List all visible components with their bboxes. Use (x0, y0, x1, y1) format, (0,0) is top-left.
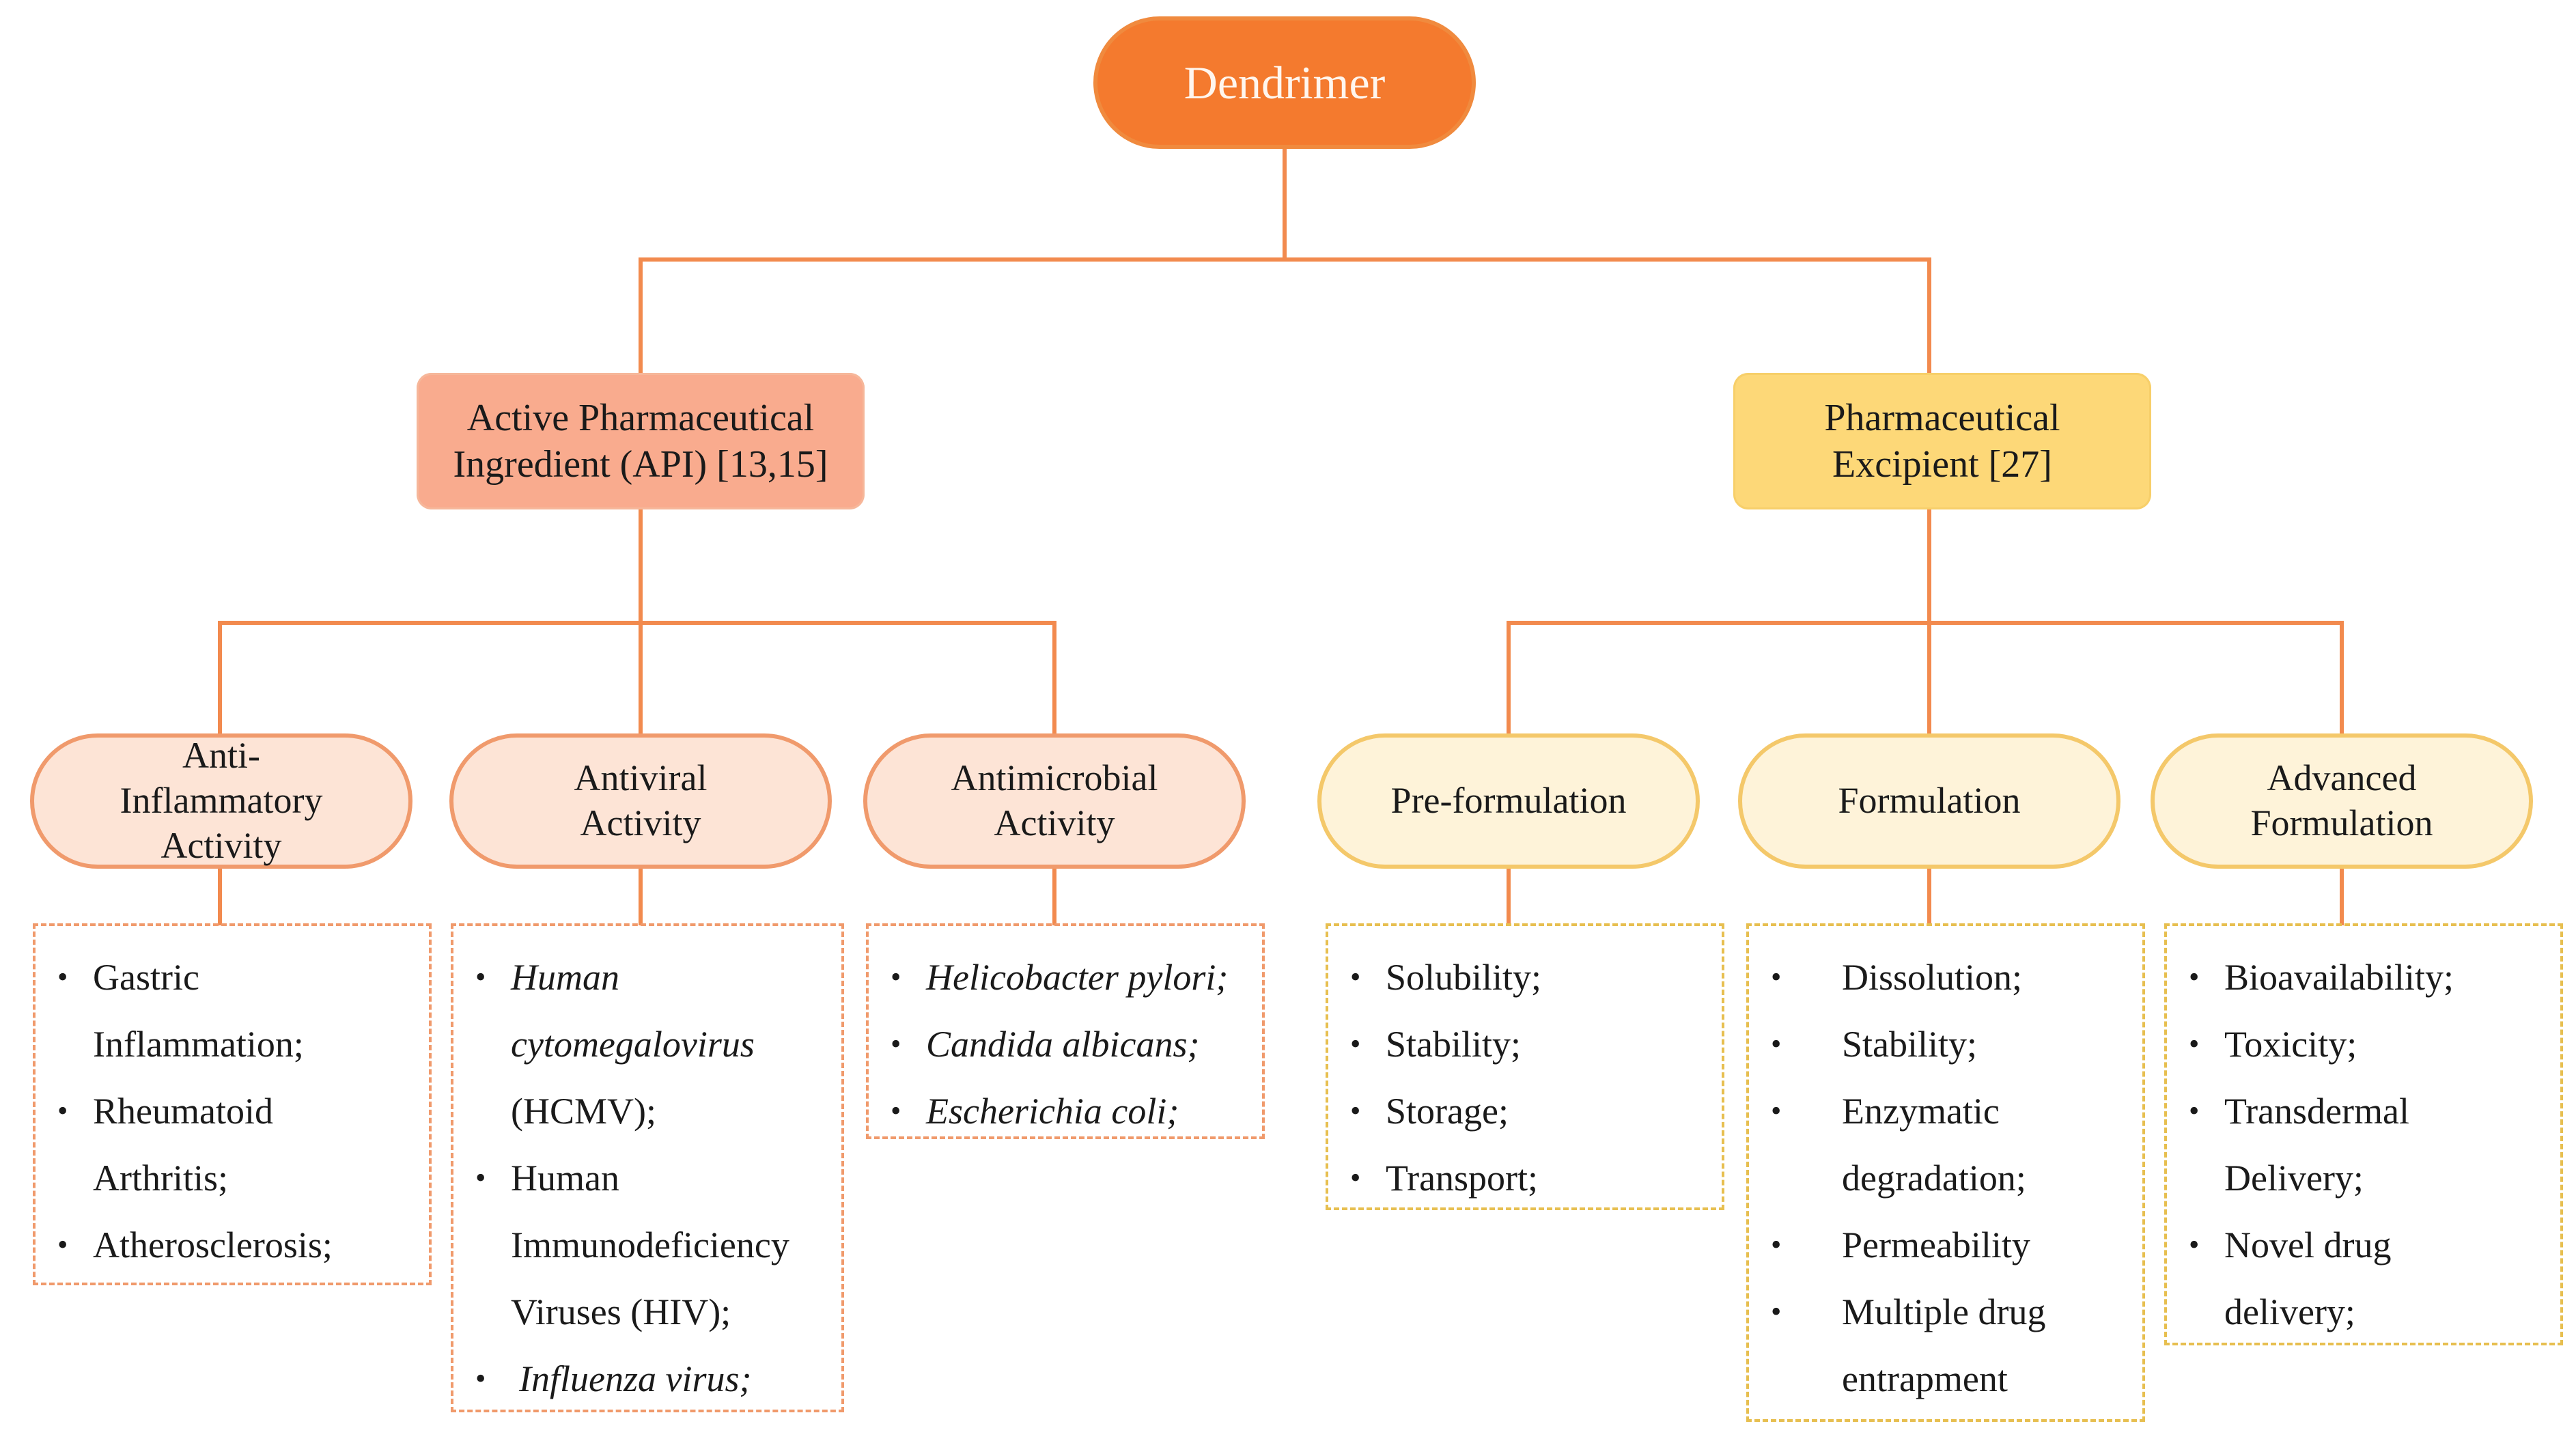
list-item: Helicobacter pylori; (888, 944, 1248, 1011)
root-node-dendrimer: Dendrimer (1093, 16, 1476, 149)
list-item: Atherosclerosis; (55, 1212, 415, 1278)
items-box-antiviral: Human cytomegalovirus (HCMV); Human Immu… (451, 923, 844, 1412)
list-item: Multiple drug entrapment (1768, 1278, 2129, 1412)
category-label: Anti-Inflammatory Activity (120, 735, 323, 866)
category-antimicrobial: Antimicrobial Activity (863, 733, 1246, 869)
api-label: Active Pharmaceutical Ingredient (API) [… (453, 396, 828, 486)
list-item: Rheumatoid Arthritis; (55, 1078, 415, 1212)
list-item: Gastric Inflammation; (55, 944, 415, 1078)
category-label: Formulation (1838, 780, 2021, 822)
item-list: Gastric Inflammation; Rheumatoid Arthrit… (55, 944, 415, 1278)
root-label: Dendrimer (1184, 56, 1386, 109)
list-item: Enzymatic degradation; (1768, 1078, 2129, 1212)
list-item: Escherichia coli; (888, 1078, 1248, 1145)
item-list: Helicobacter pylori; Candida albicans; E… (888, 944, 1248, 1145)
items-box-formulation: Dissolution; Stability; Enzymatic degrad… (1746, 923, 2145, 1422)
category-advanced-formulation: Advanced Formulation (2151, 733, 2533, 869)
category-pre-formulation: Pre-formulation (1317, 733, 1700, 869)
list-item: Candida albicans; (888, 1011, 1248, 1078)
excipient-node: Pharmaceutical Excipient [27] (1733, 373, 2151, 509)
list-item: Solubility; (1347, 944, 1708, 1011)
item-list: Human cytomegalovirus (HCMV); Human Immu… (473, 944, 828, 1412)
items-box-antimicrobial: Helicobacter pylori; Candida albicans; E… (866, 923, 1265, 1145)
item-list: Solubility; Stability; Storage; Transpor… (1347, 944, 1708, 1212)
items-box-advanced-formulation: Bioavailability; Toxicity; Transdermal D… (2164, 923, 2563, 1345)
category-label: Antimicrobial Activity (951, 757, 1158, 843)
list-item: Transdermal Delivery; (2186, 1078, 2547, 1212)
item-list: Dissolution; Stability; Enzymatic degrad… (1768, 944, 2129, 1412)
list-item: Toxicity; (2186, 1011, 2547, 1078)
list-item: Permeability (1768, 1212, 2129, 1278)
items-box-anti-inflammatory: Gastric Inflammation; Rheumatoid Arthrit… (33, 923, 432, 1285)
category-formulation: Formulation (1738, 733, 2120, 869)
list-item: Stability; (1768, 1011, 2129, 1078)
api-node: Active Pharmaceutical Ingredient (API) [… (417, 373, 865, 509)
list-item: Dissolution; (1768, 944, 2129, 1011)
list-item: Human cytomegalovirus (HCMV); (473, 944, 828, 1145)
list-item: Novel drug delivery; (2186, 1212, 2547, 1345)
list-item: Storage; (1347, 1078, 1708, 1145)
item-list: Bioavailability; Toxicity; Transdermal D… (2186, 944, 2547, 1345)
list-item: Bioavailability; (2186, 944, 2547, 1011)
list-item: Influenza virus; (473, 1345, 828, 1412)
category-anti-inflammatory: Anti-Inflammatory Activity (30, 733, 412, 869)
category-label: Advanced Formulation (2250, 757, 2433, 843)
excipient-label: Pharmaceutical Excipient [27] (1824, 396, 2060, 486)
items-box-pre-formulation: Solubility; Stability; Storage; Transpor… (1326, 923, 1724, 1212)
list-item: Human Immunodeficiency Viruses (HIV); (473, 1145, 828, 1345)
category-antiviral: Antiviral Activity (449, 733, 832, 869)
category-label: Pre-formulation (1390, 780, 1627, 822)
category-label: Antiviral Activity (574, 757, 708, 843)
list-item: Transport; (1347, 1145, 1708, 1212)
list-item: Stability; (1347, 1011, 1708, 1078)
